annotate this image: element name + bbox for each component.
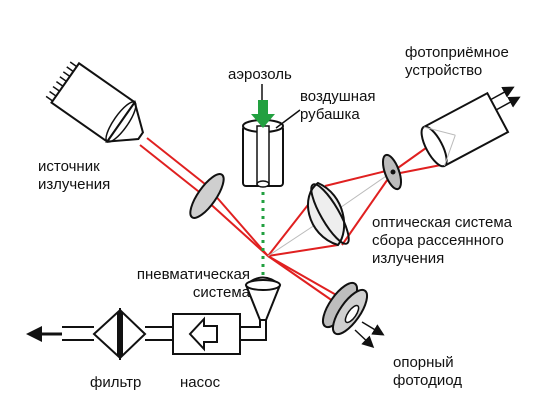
exhaust-arrow	[26, 326, 62, 342]
label-filter: фильтр	[90, 374, 142, 391]
label-radiation-source: источник излучения	[38, 158, 111, 193]
scattered-light	[267, 137, 447, 257]
collection-optics-lens	[307, 181, 350, 247]
aerosol-inlet-arrow	[251, 100, 275, 128]
label-air-jacket: воздушная рубашка	[300, 88, 376, 123]
air-jacket-leader	[275, 109, 301, 129]
photoreceiver	[420, 91, 510, 168]
label-pneumatic-system: пневматическая система	[136, 266, 250, 301]
filter	[92, 308, 147, 360]
label-photoreceiver: фотоприёмное устройство	[405, 44, 509, 79]
laser-beam-incident	[139, 137, 269, 257]
label-collection-optics: оптическая система сбора рассеянного изл…	[372, 214, 512, 267]
label-aerosol: аэрозоль	[228, 66, 292, 83]
aperture-disc	[381, 153, 403, 191]
photodiode-output-arrows	[354, 321, 385, 349]
label-pump: насос	[180, 374, 221, 391]
aerosol-nozzle	[242, 119, 284, 188]
focusing-lens	[189, 173, 225, 219]
label-reference-photodiode: опорный фотодиод	[393, 354, 462, 389]
laser-beam-transmitted	[267, 255, 346, 307]
radiation-source	[45, 61, 145, 144]
pump	[172, 313, 241, 355]
photoreceiver-output-arrows	[489, 86, 521, 111]
sampling-funnel	[244, 276, 282, 321]
reference-photodiode	[321, 281, 369, 336]
pneumatic-tubing	[62, 320, 267, 341]
